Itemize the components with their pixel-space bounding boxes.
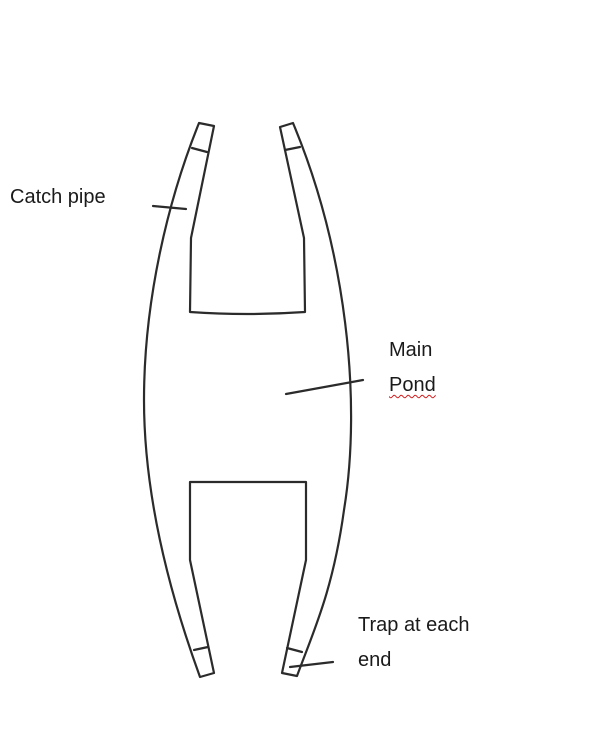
main-pond-label-line2: Pond: [389, 374, 436, 396]
trap-divider-bottom-left: [192, 645, 210, 652]
trap-divider-top-right: [283, 145, 302, 152]
trap-label: Trap at each end: [358, 608, 470, 678]
main-pond-label: Main Pond: [389, 333, 436, 403]
catch-pipe-label: Catch pipe: [10, 186, 106, 208]
trap-label-line1: Trap at each: [358, 614, 470, 636]
main-pond-label-line1: Main: [389, 339, 433, 361]
trap-divider-top-left: [190, 146, 209, 154]
trap-divider-bottom-right: [285, 646, 304, 654]
main-pond-leader: [284, 378, 365, 396]
pond-outline: [142, 121, 353, 679]
trap-label-line2: end: [358, 649, 392, 671]
catch-pipe-leader: [151, 204, 188, 211]
trap-leader: [288, 660, 335, 669]
